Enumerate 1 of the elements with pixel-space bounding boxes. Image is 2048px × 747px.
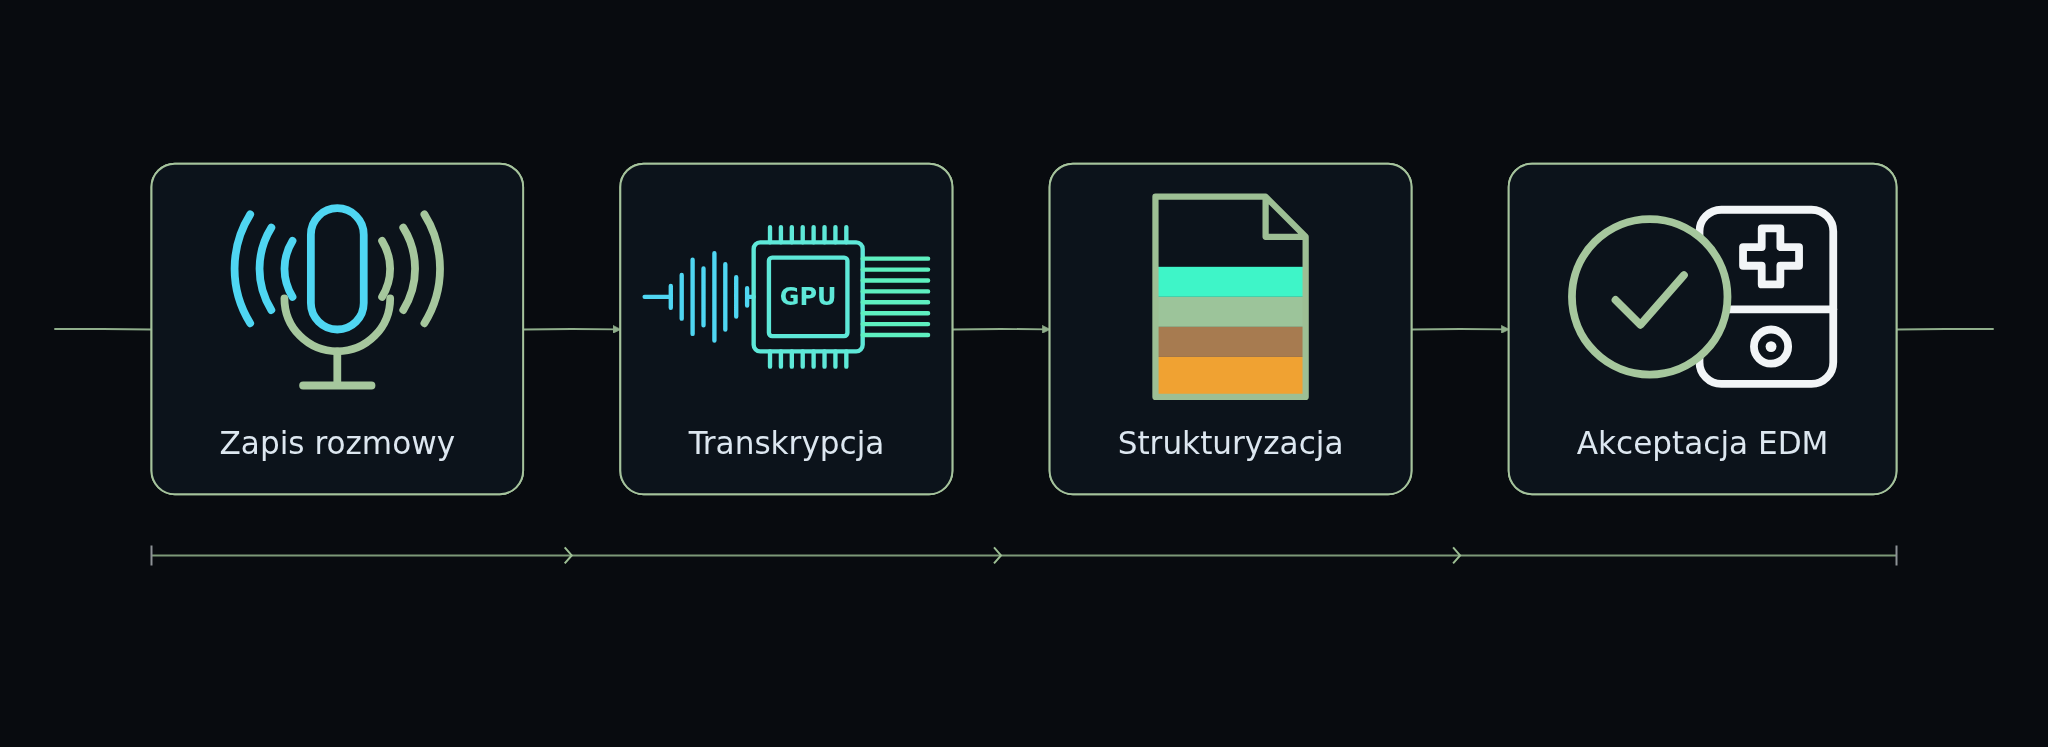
connector: [1896, 327, 1995, 330]
